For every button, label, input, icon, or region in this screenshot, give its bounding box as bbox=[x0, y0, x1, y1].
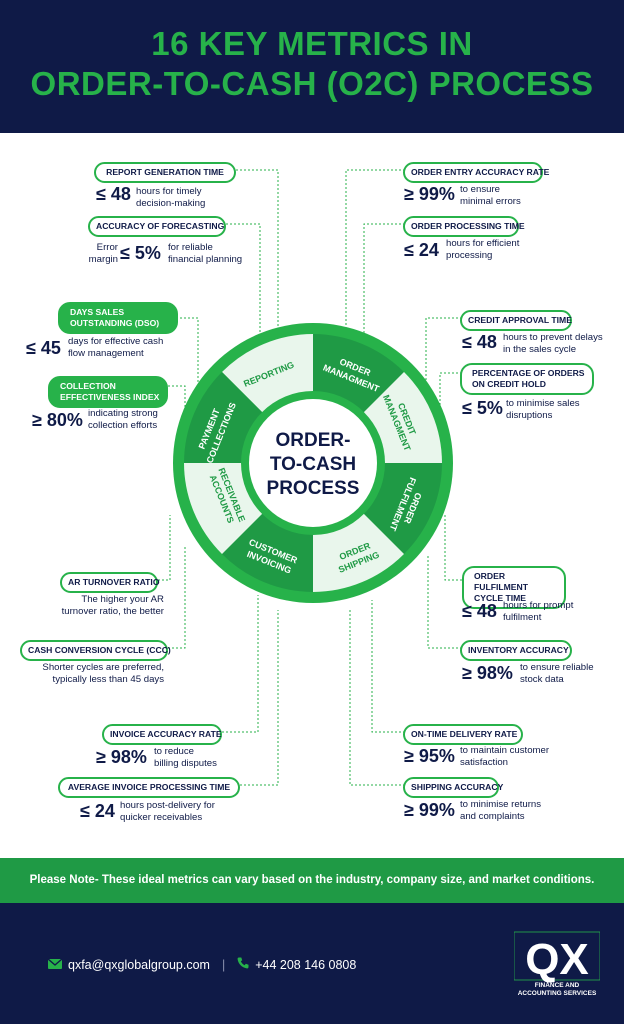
pill-credit-approval: CREDIT APPROVAL TIME bbox=[460, 310, 572, 331]
value-shipping-accuracy: ≥ 99% bbox=[404, 800, 455, 820]
pill-order-processing: ORDER PROCESSING TIME bbox=[403, 216, 525, 237]
connector-dso bbox=[180, 317, 199, 400]
value-order-processing: ≤ 24 bbox=[404, 240, 439, 260]
contact-separator: | bbox=[221, 957, 226, 972]
center-line-3: PROCESS bbox=[267, 478, 360, 499]
connector-fulfilment bbox=[444, 515, 462, 581]
note-banner: Please Note- These ideal metrics can var… bbox=[0, 858, 624, 903]
value-dso: ≤ 45 bbox=[26, 338, 61, 358]
pill-ccc: CASH CONVERSION CYCLE (CCC) bbox=[20, 640, 171, 661]
value-order-entry: ≥ 99% bbox=[404, 184, 455, 204]
logo-text: QX bbox=[525, 935, 589, 984]
value-credit-hold: ≤ 5% bbox=[462, 398, 503, 418]
connector-delivery bbox=[371, 600, 405, 733]
connector-inventory bbox=[427, 555, 462, 649]
value-credit-approval: ≤ 48 bbox=[462, 332, 497, 352]
connector-invoice-proc bbox=[240, 610, 279, 786]
value-on-time-delivery: ≥ 95% bbox=[404, 746, 455, 766]
desc-ccc: Shorter cycles are preferred,typically l… bbox=[42, 662, 164, 685]
connector-ccc bbox=[168, 545, 186, 649]
connector-order-entry bbox=[345, 169, 405, 340]
phone-icon bbox=[237, 957, 249, 972]
connector-ar bbox=[158, 515, 171, 581]
value-inventory-accuracy: ≥ 98% bbox=[462, 663, 513, 683]
pill-order-entry: ORDER ENTRY ACCURACY RATE bbox=[403, 162, 549, 183]
title-line-2: ORDER-TO-CASH (O2C) PROCESS bbox=[30, 65, 594, 102]
center-line-1: ORDER- bbox=[276, 430, 351, 451]
contact-info: qxfa@qxglobalgroup.com | +44 208 146 080… bbox=[47, 957, 357, 972]
process-wheel: ORDER- TO-CASH PROCESS REPORTING ORDER M… bbox=[173, 323, 453, 603]
pill-report-generation: REPORT GENERATION TIME bbox=[94, 162, 236, 183]
email-icon bbox=[47, 957, 63, 972]
value-forecast-accuracy: ≤ 5% bbox=[120, 243, 161, 263]
pill-ar-turnover: AR TURNOVER RATIO bbox=[60, 572, 160, 593]
pill-on-time-delivery: ON-TIME DELIVERY RATE bbox=[403, 724, 523, 745]
connector-shipping bbox=[349, 610, 405, 786]
value-invoice-accuracy: ≥ 98% bbox=[96, 747, 147, 767]
connector-invoice-acc bbox=[222, 595, 259, 733]
connector-forecast bbox=[226, 223, 261, 355]
value-invoice-processing: ≤ 24 bbox=[80, 801, 115, 821]
value-cei: ≥ 80% bbox=[32, 410, 83, 430]
connector-credit-approval bbox=[425, 317, 462, 400]
pill-invoice-accuracy: INVOICE ACCURACY RATE bbox=[102, 724, 222, 745]
logo-subtitle: FINANCE AND ACCOUNTING SERVICES bbox=[517, 982, 597, 997]
pill-shipping-accuracy: SHIPPING ACCURACY bbox=[403, 777, 503, 798]
value-report-generation: ≤ 48 bbox=[96, 184, 131, 204]
connector-order-proc bbox=[363, 223, 405, 355]
pill-invoice-processing: AVERAGE INVOICE PROCESSING TIME bbox=[58, 777, 240, 798]
footer bbox=[0, 903, 624, 1024]
phone-link[interactable]: +44 208 146 0808 bbox=[255, 957, 357, 972]
value-fulfilment-cycle: ≤ 48 bbox=[462, 601, 497, 621]
email-link[interactable]: qxfa@qxglobalgroup.com bbox=[68, 957, 210, 972]
connector-report bbox=[236, 169, 279, 340]
pill-forecast-accuracy: ACCURACY OF FORECASTING bbox=[88, 216, 226, 237]
page-title: 16 KEY METRICS IN ORDER-TO-CASH (O2C) PR… bbox=[0, 24, 624, 104]
qx-logo: QX bbox=[513, 928, 601, 998]
pill-inventory-accuracy: INVENTORY ACCURACY bbox=[460, 640, 572, 661]
center-line-2: TO-CASH bbox=[270, 454, 356, 475]
header-banner bbox=[0, 0, 624, 133]
title-line-1: 16 KEY METRICS IN bbox=[151, 25, 473, 62]
connector-cei bbox=[168, 385, 186, 432]
